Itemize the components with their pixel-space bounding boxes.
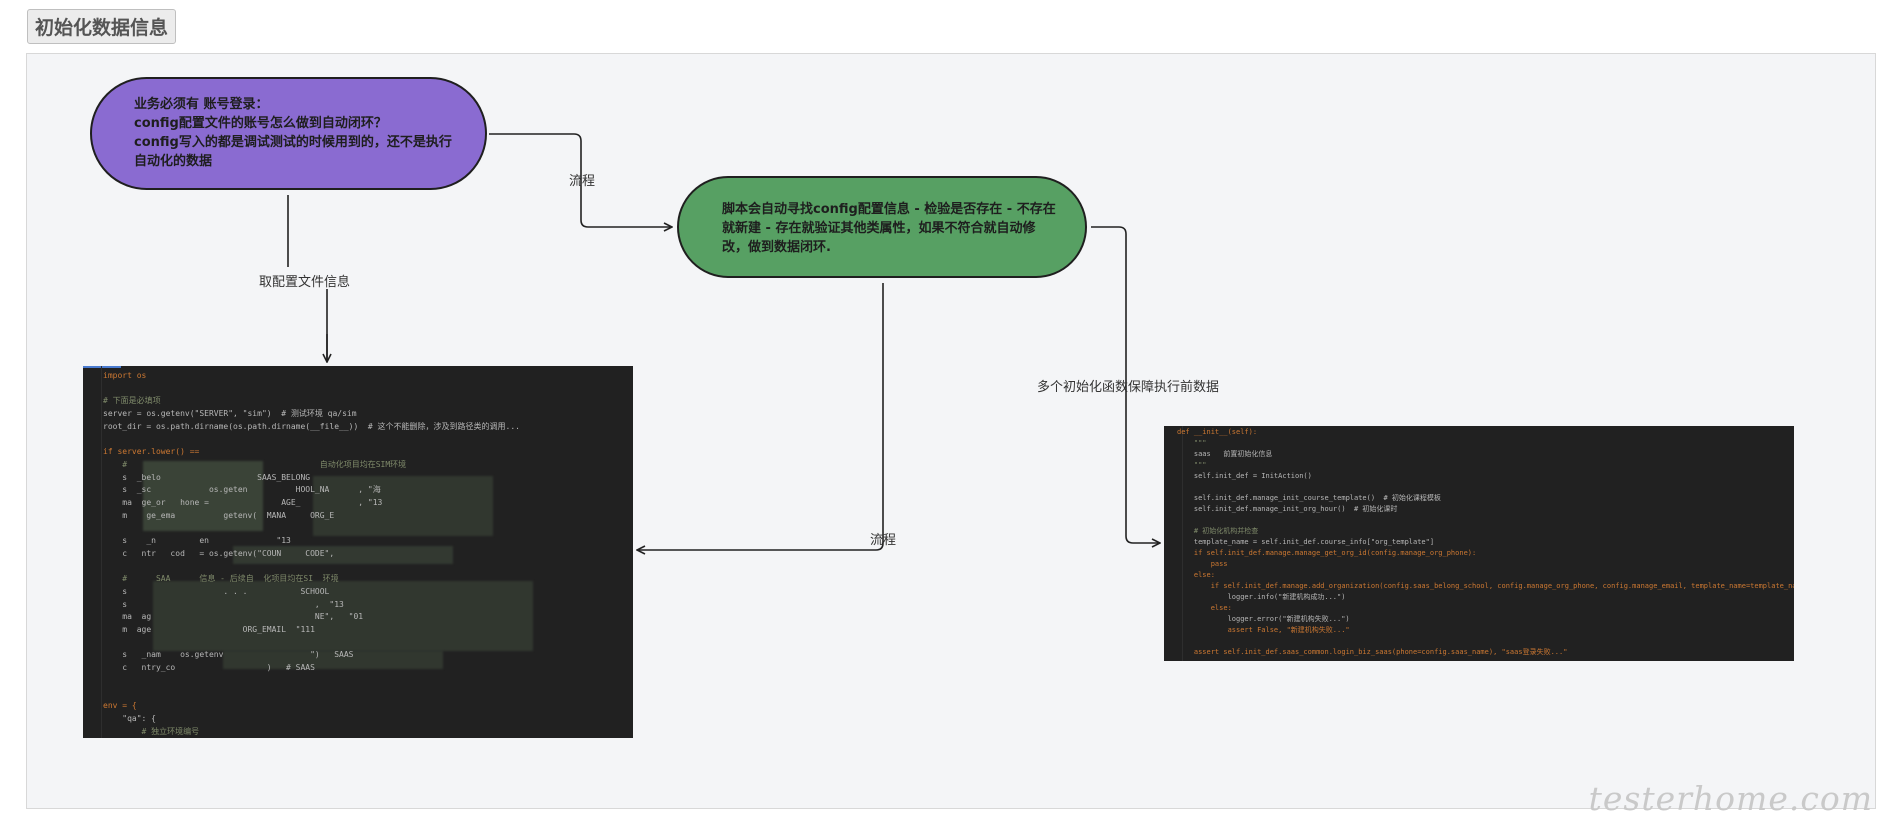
- code-line: assert self.init_def.saas_common.login_b…: [1177, 648, 1568, 656]
- editor-tab-indicator: [83, 366, 121, 368]
- code-line: import os: [103, 371, 147, 380]
- code-line: assert False, "新建机构失败...": [1177, 626, 1350, 634]
- edge-green-to-code-left: [637, 283, 884, 550]
- code-line: saas 前置初始化信息: [1177, 450, 1273, 458]
- code-line: ma ag NE", "01: [103, 612, 364, 622]
- edge-label-flow: 流程: [870, 533, 897, 548]
- solution-node: 脚本会自动寻找config配置信息 - 检验是否存在 - 不存在 就新建 - 存…: [677, 176, 1087, 278]
- edge-purple-to-green: [489, 133, 672, 227]
- editor-gutter: [1164, 426, 1183, 661]
- node-text-line: config配置文件的账号怎么做到自动闭环？: [134, 116, 387, 131]
- code-line: def __init__(self):: [1177, 428, 1258, 436]
- code-line: ma ge_or hone = AGE_ , "13: [103, 498, 383, 507]
- code-line: if server.lower() ==: [103, 447, 205, 457]
- code-line: # 初始化机构并检查: [1177, 527, 1259, 535]
- watermark-logo: testerhome.com: [1588, 779, 1873, 818]
- code-line: s . . . SCHOOL: [103, 586, 330, 596]
- code-line: root_dir = os.path.dirname(os.path.dirna…: [103, 421, 520, 431]
- redaction-blur: [153, 581, 533, 651]
- code-line: else:: [1177, 604, 1232, 612]
- code-line: """: [1177, 439, 1207, 447]
- code-line: c ntr cod = os.getenv("COUN CODE",: [103, 548, 335, 558]
- code-line: self.init_def.manage_init_course_templat…: [1177, 494, 1441, 502]
- code-line: c ntry_co ) # SAAS: [103, 663, 325, 673]
- code-line: pass: [1177, 560, 1228, 568]
- edge-label-read-config: 取配置文件信息: [259, 275, 351, 290]
- code-line: self.init_def.manage_init_org_hour() # 初…: [1177, 505, 1398, 513]
- code-line: """: [1177, 461, 1207, 469]
- code-line: "qa": {: [103, 713, 156, 723]
- code-line: logger.error("新建机构失败..."): [1177, 615, 1350, 623]
- code-line: server = os.getenv("SERVER", "sim") # 测试…: [103, 409, 357, 419]
- code-line: # 下面是必填项: [103, 396, 161, 406]
- editor-gutter: [83, 366, 102, 738]
- code-line: env = {: [103, 701, 137, 711]
- code-line: s _n en "13: [103, 536, 291, 546]
- requirement-node: 业务必须有 账号登录： config配置文件的账号怎么做到自动闭环？ confi…: [90, 77, 487, 190]
- node-text-line: 改，做到数据闭环.: [722, 240, 831, 255]
- edge-label-init-functions: 多个初始化函数保障执行前数据: [1037, 380, 1220, 395]
- code-line: # 独立环境编号: [103, 726, 200, 736]
- code-line: m ge_ema getenv( MANA ORG_E: [103, 510, 335, 520]
- code-line: # SAA 信息 - 后续自 化项目均在SI 环境: [103, 574, 339, 584]
- code-line: s _belo SAAS_BELONG: [103, 472, 311, 482]
- code-line: s _nam os.getenv ") SAAS: [103, 650, 354, 660]
- edge-green-to-code-right: [1091, 226, 1160, 543]
- node-text-line: 业务必须有 账号登录：: [134, 97, 269, 112]
- code-line: m age ORG_EMAIL "111: [103, 625, 315, 634]
- redaction-blur: [233, 546, 453, 564]
- code-line: s , "13: [103, 599, 344, 609]
- code-line: self.init_def = InitAction(): [1177, 472, 1312, 480]
- redaction-blur: [143, 461, 263, 531]
- code-line: # 自动化项目均在SIM环境: [103, 459, 407, 469]
- code-line: if self.init_def.manage.add_organization…: [1177, 582, 1794, 590]
- node-text-line: 自动化的数据: [134, 154, 213, 169]
- code-line: else:: [1177, 571, 1215, 579]
- node-text-line: 脚本会自动寻找config配置信息 - 检验是否存在 - 不存在: [722, 202, 1056, 217]
- code-line: logger.info("新建机构成功..."): [1177, 593, 1346, 601]
- config-code-screenshot: import os # 下面是必填项 server = os.getenv("SER…: [83, 366, 633, 738]
- init-code-screenshot: def __init__(self): """ saas 前置初始化信息 """…: [1164, 426, 1794, 661]
- redaction-blur: [223, 651, 443, 669]
- redaction-blur: [313, 476, 493, 536]
- connector-layer: [287, 133, 1875, 808]
- code-line: template_name = self.init_def.course_inf…: [1177, 538, 1435, 546]
- node-text-line: 就新建 - 存在就验证其他类属性，如果不符合就自动修: [722, 221, 1036, 236]
- code-line: if self.init_def.manage.manage_get_org_i…: [1177, 549, 1477, 557]
- diagram-canvas: 业务必须有 账号登录： config配置文件的账号怎么做到自动闭环？ confi…: [26, 53, 1876, 818]
- code-line: s _sc os.geten HOOL_NA , "海: [103, 485, 381, 495]
- node-text-line: config写入的都是调试测试的时候用到的，还不是执行: [134, 135, 452, 150]
- page-title: 初始化数据信息: [27, 9, 177, 44]
- edge-label-flow: 流程: [569, 174, 596, 189]
